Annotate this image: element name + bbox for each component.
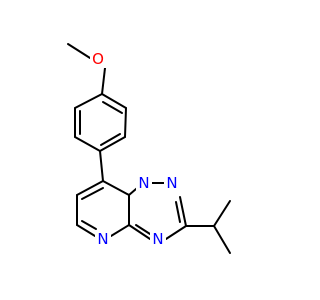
bond-triazole [179,196,187,227]
bond-aryl-link [99,150,104,182]
bond-triazole-inner [175,201,181,223]
bond-triazole [165,225,187,240]
bond-pyrimidine-inner [81,187,104,200]
atom-label-nitrogen-pyrimidine: N [97,230,108,248]
bond-methyl-oxygen [67,43,91,59]
nitrogen-atom-pyrimidine: N [95,230,111,248]
nitrogen-atom-triazole-top: N [164,174,180,192]
bonds [67,43,231,254]
oxygen-atom: O [90,50,106,68]
atom-label-nitrogen-triazole-bottom: N [152,230,163,248]
bond-benzene [74,93,103,109]
bond-isopropyl [213,225,231,254]
bond-benzene-inner [100,133,121,146]
bond-benzene [124,107,127,138]
atom-label-nitrogen-triazole-top: N [166,174,177,192]
bond-triazole [128,224,151,240]
bond-pyrimidine [110,224,130,237]
bond-triazole-inner [135,224,151,235]
atom-label-oxygen: O [92,50,104,68]
bond-benzene [101,93,127,109]
bond-pyrimidine-inner [81,220,97,230]
atom-labels: O N N N N [90,50,180,248]
bond-pyrimidine [76,180,104,196]
bond-benzene-inner [102,101,123,114]
bond-oxygen-ring [101,67,106,95]
bond-isopropyl [213,200,231,227]
nitrogen-atom-bridgehead: N [136,174,152,192]
atom-label-nitrogen-bridgehead: N [138,174,149,192]
bond-pyrimidine [76,224,96,237]
chemical-structure: O N N N N [67,43,231,254]
nitrogen-atom-triazole-bottom: N [150,230,166,248]
bond-pyrimidine [102,180,130,196]
bond-benzene [99,136,126,152]
bond-benzene [74,136,101,152]
